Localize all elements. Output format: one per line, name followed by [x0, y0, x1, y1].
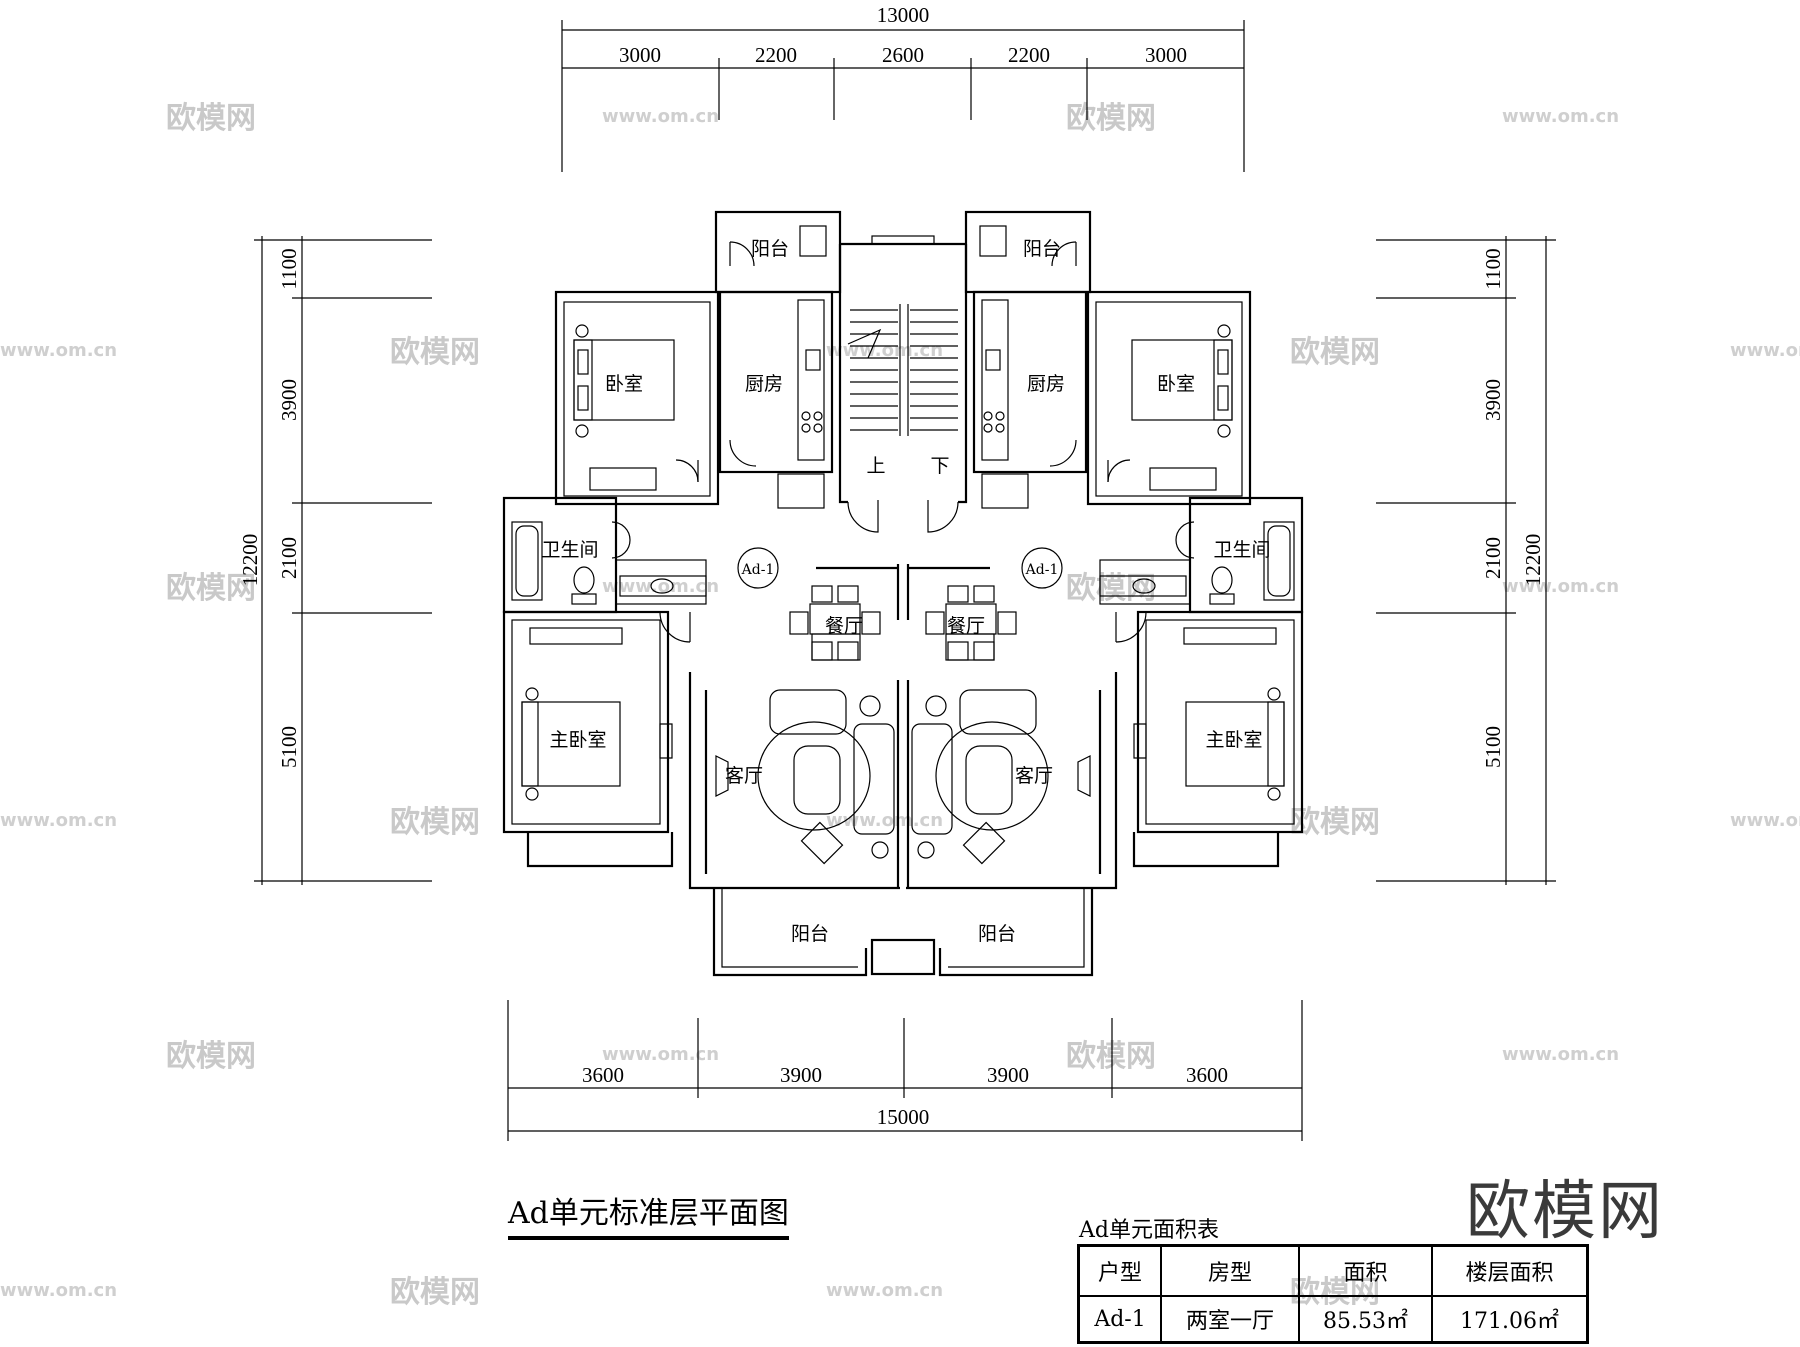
cell-floor-area: 171.06㎡: [1431, 1295, 1589, 1344]
room-kitchen-right: 厨房: [1027, 373, 1065, 395]
stair-down-label: 下: [930, 455, 949, 477]
watermark-url: www.om.cn: [1730, 810, 1800, 831]
stair-up-label: 上: [866, 455, 885, 477]
dim-bottom-seg-2: 3900: [780, 1063, 822, 1087]
room-bathroom-left: 卫生间: [541, 539, 598, 561]
walls-right-unit: [906, 210, 1304, 977]
watermark-url: www.om.cn: [1502, 576, 1619, 597]
dim-left-total: 12200: [238, 534, 262, 587]
watermark-brand: 欧模网: [1290, 805, 1380, 840]
room-living-right: 客厅: [1015, 765, 1053, 787]
dim-top-seg-3: 2600: [882, 43, 924, 67]
watermark-url: www.om.cn: [826, 1280, 943, 1301]
area-table-caption: Ad单元面积表: [1079, 1218, 1219, 1243]
furniture-left-unit: [511, 225, 895, 865]
dimension-labels: 13000 3000 2200 2600 2200 3000 3600 3900…: [238, 3, 1545, 1129]
watermark-url: www.om.cn: [0, 810, 117, 831]
room-kitchen-left: 厨房: [745, 373, 783, 395]
header-unit-type: 户型: [1077, 1244, 1163, 1297]
dim-top-seg-2: 2200: [755, 43, 797, 67]
watermark-url: www.om.cn: [826, 810, 943, 831]
room-living-left: 客厅: [725, 765, 763, 787]
room-bathroom-right: 卫生间: [1213, 539, 1270, 561]
watermark-brand: 欧模网: [1066, 101, 1156, 136]
dim-bottom-total: 15000: [877, 1105, 930, 1129]
area-table-header-row: 户型 房型 面积 楼层面积: [1077, 1244, 1589, 1297]
watermark-brand: 欧模网: [166, 1039, 256, 1074]
stair-treads: [850, 309, 958, 431]
watermark-layer: 欧模网欧模网欧模网欧模网欧模网欧模网欧模网欧模网欧模网欧模网欧模网欧模网www.…: [0, 101, 1800, 1310]
dim-top-seg-5: 3000: [1145, 43, 1187, 67]
room-balcony-bottom-right: 阳台: [978, 923, 1016, 945]
room-master-bedroom-right: 主卧室: [1205, 729, 1262, 751]
area-table-row: Ad-1 两室一厅 85.53㎡ 171.06㎡: [1077, 1295, 1589, 1344]
watermark-url: www.om.cn: [0, 1280, 117, 1301]
watermark-brand: 欧模网: [1066, 571, 1156, 606]
watermark-url: www.om.cn: [602, 106, 719, 127]
watermark-url: www.om.cn: [826, 340, 943, 361]
unit-tag-right-marker: [1021, 547, 1063, 589]
cell-room-type: 两室一厅: [1160, 1295, 1300, 1344]
dim-left-seg-2: 3900: [277, 379, 301, 421]
dim-right-seg-2: 3900: [1481, 379, 1505, 421]
watermark-brand: 欧模网: [390, 1275, 480, 1310]
stair-core: [838, 235, 968, 976]
dim-left-seg-1: 1100: [277, 248, 301, 289]
watermark-brand: 欧模网: [166, 571, 256, 606]
dim-bottom-seg-1: 3600: [582, 1063, 624, 1087]
room-bedroom-left: 卧室: [605, 373, 643, 395]
furniture-right-unit: [911, 225, 1295, 865]
room-dining-left: 餐厅: [825, 615, 863, 637]
room-balcony-top-right: 阳台: [1023, 238, 1061, 260]
brand-logo: 欧模网: [1466, 1175, 1664, 1249]
watermark-brand: 欧模网: [166, 101, 256, 136]
dim-top-seg-1: 3000: [619, 43, 661, 67]
unit-tag-left-marker: [737, 547, 779, 589]
cell-unit-type: Ad-1: [1077, 1295, 1163, 1344]
watermark-brand: 欧模网: [1290, 335, 1380, 370]
dim-top-seg-4: 2200: [1008, 43, 1050, 67]
watermark-url: www.om.cn: [1502, 1044, 1619, 1065]
watermark-url: www.om.cn: [1730, 340, 1800, 361]
plan-title: Ad单元标准层平面图: [508, 1188, 789, 1240]
header-room-type: 房型: [1160, 1244, 1300, 1297]
header-area: 面积: [1297, 1244, 1434, 1297]
watermark-url: www.om.cn: [602, 1044, 719, 1065]
dim-left-seg-3: 2100: [277, 537, 301, 579]
room-master-bedroom-left: 主卧室: [549, 729, 606, 751]
dim-right-seg-1: 1100: [1481, 248, 1505, 289]
dim-left-seg-4: 5100: [277, 726, 301, 768]
room-balcony-top-left: 阳台: [751, 238, 789, 260]
room-labels: 阳台 阳台 卧室 卧室 厨房 厨房 上 下 卫生间 卫生间 Ad-1 Ad-1 …: [541, 238, 1270, 945]
room-balcony-bottom-left: 阳台: [791, 923, 829, 945]
watermark-brand: 欧模网: [1066, 1039, 1156, 1074]
dim-top-total: 13000: [877, 3, 930, 27]
watermark-brand: 欧模网: [390, 335, 480, 370]
cell-area: 85.53㎡: [1297, 1295, 1434, 1344]
dim-right-seg-3: 2100: [1481, 537, 1505, 579]
dim-right-seg-4: 5100: [1481, 726, 1505, 768]
room-bedroom-right: 卧室: [1157, 373, 1195, 395]
dim-bottom-seg-4: 3600: [1186, 1063, 1228, 1087]
unit-tag-left: Ad-1: [741, 562, 775, 578]
area-table: 户型 房型 面积 楼层面积 Ad-1 两室一厅 85.53㎡ 171.06㎡: [1077, 1244, 1589, 1344]
watermark-url: www.om.cn: [0, 340, 117, 361]
dim-right-total: 12200: [1521, 534, 1545, 587]
unit-tag-right: Ad-1: [1025, 562, 1059, 578]
watermark-url: www.om.cn: [602, 576, 719, 597]
watermark-url: www.om.cn: [1502, 106, 1619, 127]
dimension-lines: [254, 20, 1556, 1141]
watermark-brand: 欧模网: [390, 805, 480, 840]
header-floor-area: 楼层面积: [1431, 1244, 1589, 1297]
room-dining-right: 餐厅: [947, 615, 985, 637]
walls-left-unit: [502, 210, 900, 977]
dim-bottom-seg-3: 3900: [987, 1063, 1029, 1087]
